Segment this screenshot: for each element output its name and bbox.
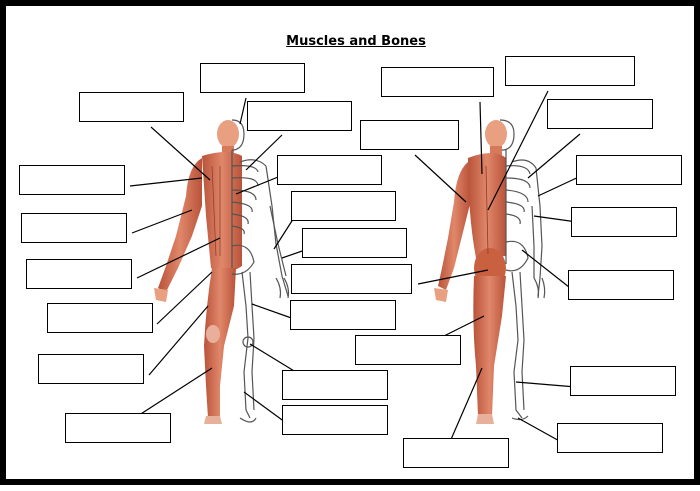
label-box-back-left-3[interactable] xyxy=(355,335,461,365)
label-box-back-right-6[interactable] xyxy=(570,366,676,396)
label-box-back-bottom[interactable] xyxy=(403,438,509,468)
label-box-front-left-3[interactable] xyxy=(21,213,127,243)
label-box-front-top-center[interactable] xyxy=(200,63,305,93)
label-box-front-upper-right-1[interactable] xyxy=(247,101,352,131)
back-muscle-figure xyxy=(434,120,507,424)
worksheet-title: Muscles and Bones xyxy=(286,34,426,49)
label-box-front-right-3[interactable] xyxy=(291,191,396,221)
label-box-front-left-7[interactable] xyxy=(65,413,171,443)
label-box-back-right-4[interactable] xyxy=(571,207,677,237)
label-box-front-right-6[interactable] xyxy=(290,300,396,330)
label-box-front-right-4[interactable] xyxy=(302,228,407,258)
label-box-front-right-8[interactable] xyxy=(282,405,388,435)
label-box-front-right-7[interactable] xyxy=(282,370,388,400)
anatomy-figures xyxy=(129,90,584,445)
front-pointer-lines xyxy=(129,97,309,426)
label-box-back-left-2[interactable] xyxy=(360,120,459,150)
label-box-front-right-5[interactable] xyxy=(291,264,412,294)
label-box-back-right-3[interactable] xyxy=(576,155,682,185)
label-box-front-right-2[interactable] xyxy=(277,155,382,185)
label-box-front-left-2[interactable] xyxy=(19,165,125,195)
label-box-front-left-4[interactable] xyxy=(26,259,132,289)
label-box-front-left-5[interactable] xyxy=(47,303,153,333)
back-skeleton-figure xyxy=(499,119,546,421)
label-box-front-upper-left-1[interactable] xyxy=(79,92,184,122)
label-box-back-right-2[interactable] xyxy=(547,99,653,129)
label-box-back-right-5[interactable] xyxy=(568,270,674,300)
front-skeleton-figure xyxy=(231,119,290,423)
label-box-back-right-7[interactable] xyxy=(557,423,663,453)
label-box-front-left-6[interactable] xyxy=(38,354,144,384)
front-muscle-figure xyxy=(154,120,242,424)
label-box-back-top-left[interactable] xyxy=(381,67,494,97)
label-box-back-top-right[interactable] xyxy=(505,56,635,86)
